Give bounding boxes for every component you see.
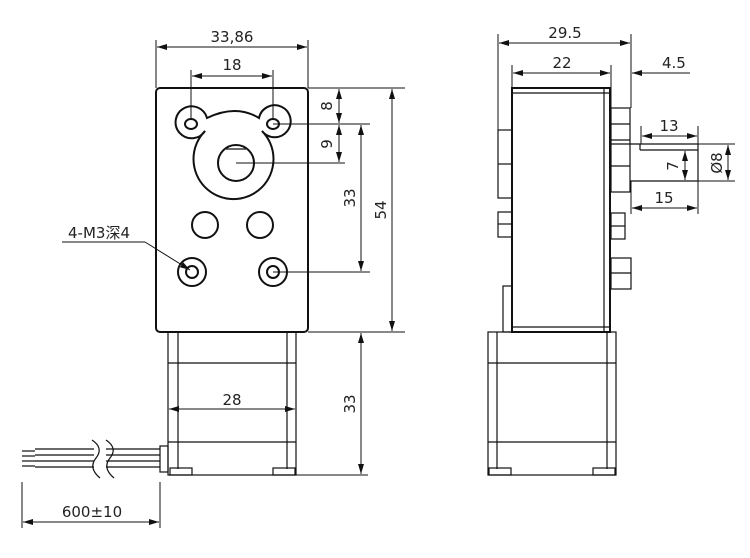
dim-body-depth: 22 <box>552 54 571 72</box>
side-stepper-motor <box>487 331 617 476</box>
dim-width: 33,86 <box>211 28 254 46</box>
front-view: 33,86 18 8 9 33 54 33 28 4-M3深4 600±10 <box>21 28 405 528</box>
dim-shaft-flat: 7 <box>664 161 682 171</box>
dim-hole-spacing: 18 <box>222 56 241 74</box>
dim-shaft-diameter: Ø8 <box>708 152 726 173</box>
gearbox-body <box>511 87 611 333</box>
dim-flange: 4.5 <box>662 54 686 72</box>
hole-middle-right <box>246 211 274 239</box>
gearbox-plate <box>155 87 309 333</box>
dim-hole-to-shaft: 9 <box>318 139 336 149</box>
dim-motor-height: 33 <box>341 394 359 413</box>
mount-hole-top-left <box>184 118 198 130</box>
dim-shaft-length: 15 <box>654 189 673 207</box>
motor-cable <box>22 439 160 479</box>
dim-cable-length: 600±10 <box>62 503 122 521</box>
dim-shaft-flat-length: 13 <box>659 117 678 135</box>
dim-motor-width: 28 <box>222 391 241 409</box>
stepper-motor <box>159 331 297 476</box>
dim-hole-vertical-spacing: 33 <box>341 188 359 207</box>
thread-note: 4-M3深4 <box>68 224 130 242</box>
hole-middle-left <box>191 211 219 239</box>
threaded-hole-bottom-left <box>177 257 207 287</box>
dim-overall-depth: 29.5 <box>548 24 581 42</box>
gear-boss-outline <box>174 104 292 201</box>
dim-plate-height: 54 <box>372 200 390 219</box>
side-view: 29.5 22 4.5 13 7 Ø8 15 <box>487 24 735 476</box>
dim-top-to-hole: 8 <box>318 101 336 111</box>
